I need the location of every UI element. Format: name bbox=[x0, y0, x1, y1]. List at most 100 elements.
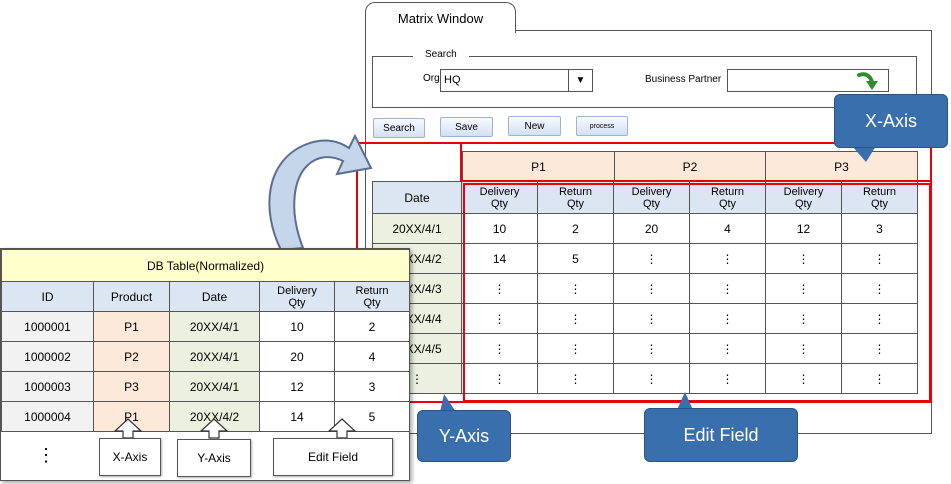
db-cell-return: 2 bbox=[333, 311, 411, 342]
edit-cell[interactable]: ⋮ bbox=[613, 303, 690, 334]
db-table-more-ellipsis: ⋮ bbox=[37, 445, 55, 465]
up-arrow-icon bbox=[327, 418, 357, 439]
matrix-row: 20XX/4/5 ⋮ ⋮ ⋮ ⋮ ⋮ ⋮ bbox=[372, 333, 918, 364]
product-header-p2: P2 bbox=[614, 151, 766, 182]
db-cell-delivery: 14 bbox=[259, 401, 335, 432]
org-select[interactable]: HQ bbox=[440, 69, 593, 92]
edit-cell[interactable]: ⋮ bbox=[841, 303, 918, 334]
edit-cell[interactable]: ⋮ bbox=[537, 363, 614, 394]
x-axis-callout: X-Axis bbox=[834, 94, 948, 148]
edit-cell[interactable]: ⋮ bbox=[613, 333, 690, 364]
db-edit-field-label: Edit Field bbox=[273, 438, 393, 476]
edit-cell[interactable]: ⋮ bbox=[613, 273, 690, 304]
edit-cell[interactable]: ⋮ bbox=[689, 363, 766, 394]
db-cell-product: P3 bbox=[93, 371, 170, 402]
db-header-return-qty: Return Qty bbox=[333, 281, 411, 312]
edit-cell[interactable]: 2 bbox=[537, 213, 614, 244]
date-column-header: Date bbox=[372, 181, 462, 214]
db-cell-product: P1 bbox=[93, 311, 170, 342]
triangle-down-icon: ▼ bbox=[575, 75, 586, 86]
db-cell-id: 1000001 bbox=[1, 311, 94, 342]
edit-cell[interactable]: 5 bbox=[537, 243, 614, 274]
search-button-label: Search bbox=[383, 122, 415, 134]
edit-cell[interactable]: 12 bbox=[765, 213, 842, 244]
matrix-row: 20XX/4/3 ⋮ ⋮ ⋮ ⋮ ⋮ ⋮ bbox=[372, 273, 918, 304]
edit-field-callout-pointer bbox=[676, 392, 694, 412]
db-cell-date: 20XX/4/1 bbox=[169, 311, 260, 342]
edit-cell[interactable]: ⋮ bbox=[765, 243, 842, 274]
edit-cell[interactable]: ⋮ bbox=[689, 273, 766, 304]
matrix-product-header: P1 P2 P3 bbox=[462, 151, 918, 182]
save-button[interactable]: Save bbox=[440, 117, 493, 137]
edit-field-callout: Edit Field bbox=[644, 408, 798, 462]
org-value: HQ bbox=[444, 74, 461, 86]
edit-cell[interactable]: ⋮ bbox=[841, 333, 918, 364]
new-button[interactable]: New bbox=[508, 116, 561, 136]
edit-cell[interactable]: ⋮ bbox=[461, 303, 538, 334]
curved-arrow-icon bbox=[268, 133, 373, 252]
y-axis-callout-pointer bbox=[440, 394, 456, 412]
edit-cell[interactable]: ⋮ bbox=[689, 333, 766, 364]
window-title-tab[interactable]: Matrix Window bbox=[365, 2, 516, 33]
db-cell-date: 20XX/4/1 bbox=[169, 341, 260, 372]
db-header-product: Product bbox=[93, 281, 170, 312]
edit-cell[interactable]: ⋮ bbox=[537, 303, 614, 334]
db-cell-id: 1000004 bbox=[1, 401, 94, 432]
edit-cell[interactable]: ⋮ bbox=[689, 243, 766, 274]
subheader-return-qty: Return Qty bbox=[537, 181, 614, 214]
org-label: Org bbox=[423, 73, 440, 84]
edit-cell[interactable]: ⋮ bbox=[689, 303, 766, 334]
matrix-row: 20XX/4/4 ⋮ ⋮ ⋮ ⋮ ⋮ ⋮ bbox=[372, 303, 918, 334]
new-button-label: New bbox=[524, 120, 545, 132]
edit-cell[interactable]: ⋮ bbox=[841, 273, 918, 304]
edit-cell[interactable]: ⋮ bbox=[461, 363, 538, 394]
edit-cell[interactable]: ⋮ bbox=[765, 303, 842, 334]
edit-cell[interactable]: 4 bbox=[689, 213, 766, 244]
edit-cell[interactable]: ⋮ bbox=[461, 333, 538, 364]
db-cell-return: 3 bbox=[333, 371, 411, 402]
edit-cell[interactable]: ⋮ bbox=[765, 363, 842, 394]
business-partner-input[interactable] bbox=[727, 69, 889, 92]
edit-cell[interactable]: 14 bbox=[461, 243, 538, 274]
subheader-return-qty: Return Qty bbox=[841, 181, 918, 214]
matrix-row: 20XX/4/1 10 2 20 4 12 3 bbox=[372, 213, 918, 244]
y-axis-callout: Y-Axis bbox=[417, 410, 511, 462]
edit-cell[interactable]: 3 bbox=[841, 213, 918, 244]
db-x-axis-label: X-Axis bbox=[99, 438, 161, 476]
process-button-label: process bbox=[589, 122, 615, 130]
edit-cell[interactable]: 10 bbox=[461, 213, 538, 244]
edit-cell[interactable]: ⋮ bbox=[461, 273, 538, 304]
db-cell-id: 1000003 bbox=[1, 371, 94, 402]
org-dropdown-button[interactable]: ▼ bbox=[568, 70, 592, 91]
edit-cell[interactable]: ⋮ bbox=[841, 243, 918, 274]
db-table: DB Table(Normalized) ID Product Date Del… bbox=[0, 249, 411, 432]
edit-cell[interactable]: ⋮ bbox=[537, 333, 614, 364]
up-arrow-icon bbox=[199, 418, 229, 439]
db-header-delivery-qty: Delivery Qty bbox=[259, 281, 335, 312]
edit-cell[interactable]: ⋮ bbox=[765, 273, 842, 304]
edit-cell[interactable]: ⋮ bbox=[537, 273, 614, 304]
db-header-date: Date bbox=[169, 281, 260, 312]
edit-cell[interactable]: ⋮ bbox=[765, 333, 842, 364]
edit-cell[interactable]: ⋮ bbox=[613, 363, 690, 394]
subheader-delivery-qty: Delivery Qty bbox=[461, 181, 538, 214]
table-row: 1000003 P3 20XX/4/1 12 3 bbox=[1, 371, 411, 402]
edit-cell[interactable]: 20 bbox=[613, 213, 690, 244]
process-button[interactable]: process bbox=[576, 116, 628, 136]
x-axis-callout-pointer bbox=[852, 146, 876, 162]
db-cell-date: 20XX/4/1 bbox=[169, 371, 260, 402]
matrix-row: ⋮ ⋮ ⋮ ⋮ ⋮ ⋮ ⋮ bbox=[372, 363, 918, 394]
db-cell-delivery: 12 bbox=[259, 371, 335, 402]
green-curved-arrow-icon[interactable] bbox=[855, 70, 881, 92]
db-header-id: ID bbox=[1, 281, 94, 312]
product-header-p3: P3 bbox=[765, 151, 918, 182]
edit-cell[interactable]: ⋮ bbox=[613, 243, 690, 274]
business-partner-label: Business Partner bbox=[645, 74, 722, 85]
save-button-label: Save bbox=[455, 121, 478, 133]
db-cell-delivery: 10 bbox=[259, 311, 335, 342]
edit-cell[interactable]: ⋮ bbox=[841, 363, 918, 394]
db-cell-delivery: 20 bbox=[259, 341, 335, 372]
db-cell-product: P2 bbox=[93, 341, 170, 372]
search-button[interactable]: Search bbox=[373, 118, 425, 138]
up-arrow-icon bbox=[113, 418, 143, 439]
